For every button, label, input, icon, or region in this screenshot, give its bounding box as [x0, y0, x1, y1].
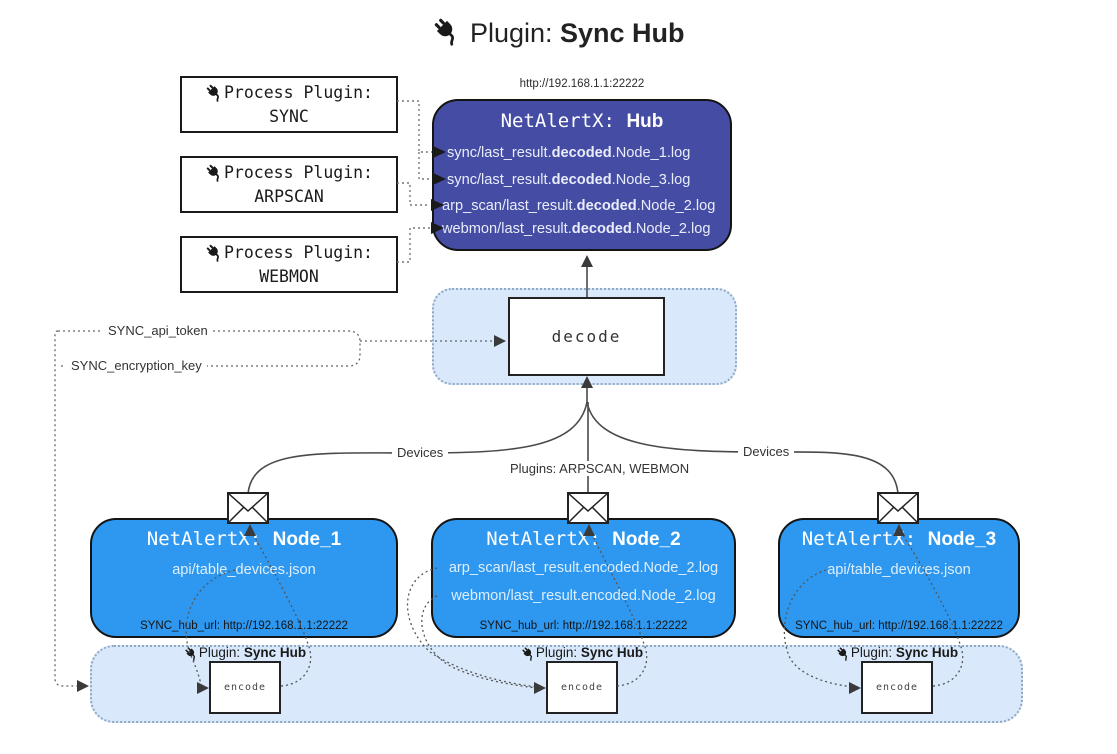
- plug-icon: [205, 83, 224, 102]
- node-2-hub-url: SYNC_hub_url: http://192.168.1.1:22222: [479, 620, 688, 632]
- node-title-prefix: NetAlertX:: [146, 528, 273, 550]
- encode-1-plugin-label: Plugin: Sync Hub: [155, 645, 335, 661]
- encode-1-box: encode: [209, 661, 281, 714]
- edge-label-plugins: Plugins: ARPSCAN, WEBMON: [505, 461, 695, 476]
- page-title: Plugin: Sync Hub: [0, 16, 1117, 49]
- hub-file: sync/last_result.decoded.Node_3.log: [447, 172, 731, 188]
- process-plugin-label: Process Plugin:: [223, 82, 373, 102]
- process-plugin-arpscan-label-row: Process Plugin:: [205, 161, 373, 185]
- hub-file-post: .Node_1.log: [611, 145, 691, 161]
- page-title-prefix: Plugin:: [469, 18, 561, 48]
- hub-file-post: .Node_2.log: [631, 221, 711, 237]
- process-plugin-name: SYNC: [269, 106, 309, 126]
- encode-plugin-name: Sync Hub: [580, 645, 644, 660]
- hub-file-pre: sync/last_result.: [447, 172, 552, 188]
- node-2-file: webmon/last_result.encoded.Node_2.log: [451, 588, 716, 604]
- process-plugin-sync-label-row: Process Plugin:: [205, 81, 373, 105]
- plug-icon: [836, 646, 851, 661]
- edge-webmon-to-hub: [397, 227, 430, 263]
- encode-3-plugin-label: Plugin: Sync Hub: [807, 645, 987, 661]
- hub-title-prefix: NetAlertX:: [500, 110, 627, 132]
- decode-box: decode: [508, 297, 665, 376]
- node-3-title: NetAlertX: Node_3: [778, 528, 1020, 551]
- process-plugin-sync: Process Plugin: SYNC: [180, 76, 398, 133]
- process-plugin-label: Process Plugin:: [223, 242, 373, 262]
- hub-file-bold: decoded: [551, 145, 612, 161]
- edge-label-devices-right: Devices: [738, 444, 795, 459]
- hub-file-pre: sync/last_result.: [447, 145, 552, 161]
- dotted-plugin-edges: [397, 100, 432, 263]
- process-plugin-name: WEBMON: [259, 266, 319, 286]
- edge-sync-to-hub-2: [418, 152, 432, 180]
- hub-url-label: http://192.168.1.1:22222: [519, 78, 645, 90]
- encode-plugin-prefix: Plugin:: [535, 645, 581, 660]
- settings-arrowheads: [77, 335, 506, 692]
- hub-file: arp_scan/last_result.decoded.Node_2.log: [442, 198, 726, 214]
- node-1-file: api/table_devices.json: [172, 562, 316, 578]
- hub-file-bold: decoded: [571, 221, 632, 237]
- encode-plugin-name: Sync Hub: [895, 645, 959, 660]
- node-title-name: Node_2: [612, 529, 681, 550]
- encode-3-box: encode: [861, 661, 933, 714]
- encode-plugin-prefix: Plugin:: [850, 645, 896, 660]
- process-plugin-webmon: Process Plugin: WEBMON: [180, 236, 398, 293]
- node-1-hub-url: SYNC_hub_url: http://192.168.1.1:22222: [140, 620, 348, 632]
- hub-file: sync/last_result.decoded.Node_1.log: [447, 145, 731, 161]
- hub-title: NetAlertX: Hub: [432, 110, 732, 133]
- hub-file-pre: webmon/last_result.: [442, 221, 572, 237]
- plug-icon: [184, 646, 199, 661]
- node-title-name: Node_1: [272, 529, 342, 550]
- process-plugin-name: ARPSCAN: [254, 186, 324, 206]
- hub-file-bold: decoded: [576, 198, 637, 214]
- page-title-name: Sync Hub: [560, 18, 685, 48]
- edge-label-devices-left: Devices: [392, 445, 449, 460]
- node-title-prefix: NetAlertX:: [486, 528, 613, 550]
- hub-box: [432, 99, 732, 251]
- process-plugin-arpscan: Process Plugin: ARPSCAN: [180, 156, 398, 213]
- hub-title-name: Hub: [626, 111, 664, 132]
- encode-2-plugin-label: Plugin: Sync Hub: [492, 645, 672, 661]
- encode-plugin-name: Sync Hub: [243, 645, 307, 660]
- edge-arpscan-to-hub: [397, 182, 430, 206]
- sync-encryption-key-label: SYNC_encryption_key: [66, 358, 207, 373]
- hub-file-post: .Node_3.log: [611, 172, 691, 188]
- encode-2-box: encode: [546, 661, 618, 714]
- arrow-into-hub: [581, 255, 593, 267]
- sync-api-token-label: SYNC_api_token: [103, 323, 213, 338]
- node-3-file: api/table_devices.json: [827, 562, 971, 578]
- hub-file-pre: arp_scan/last_result.: [442, 198, 577, 214]
- hub-file: webmon/last_result.decoded.Node_2.log: [442, 221, 726, 237]
- plug-icon: [432, 16, 462, 46]
- process-plugin-webmon-label-row: Process Plugin:: [205, 241, 373, 265]
- plug-icon: [205, 163, 224, 182]
- hub-file-post: .Node_2.log: [636, 198, 716, 214]
- process-plugin-label: Process Plugin:: [223, 162, 373, 182]
- plug-icon: [205, 243, 224, 262]
- arrow-into-encode-panel: [77, 680, 89, 692]
- node-2-file: arp_scan/last_result.encoded.Node_2.log: [448, 560, 719, 576]
- plug-icon: [521, 646, 536, 661]
- edge-sync-to-hub-1: [397, 100, 432, 153]
- hub-file-bold: decoded: [551, 172, 612, 188]
- node-2-title: NetAlertX: Node_2: [431, 528, 736, 551]
- node-title-name: Node_3: [927, 529, 997, 550]
- node-3-hub-url: SYNC_hub_url: http://192.168.1.1:22222: [795, 620, 1003, 632]
- encode-plugin-prefix: Plugin:: [198, 645, 244, 660]
- node-1-title: NetAlertX: Node_1: [90, 528, 398, 551]
- node-title-prefix: NetAlertX:: [801, 528, 928, 550]
